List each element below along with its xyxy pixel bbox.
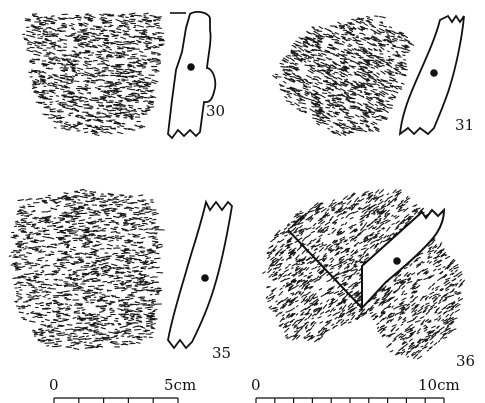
sherd-30-center-dot: [187, 63, 195, 71]
figure-label-35: 35: [212, 344, 231, 362]
figure-label-31: 31: [455, 116, 474, 134]
scale-5cm-ticks: [53, 398, 179, 403]
rubbing-marks: [22, 12, 165, 136]
sherd-35-profile: [167, 199, 233, 350]
sherd-35: 35: [8, 188, 233, 362]
sherd-36-section-left: [287, 229, 363, 309]
sherd-36-profile: [361, 207, 446, 311]
sherd-30-rubbing: [22, 12, 165, 136]
sherd-30-profile: [167, 11, 217, 140]
sherd-31: 31: [272, 14, 474, 136]
scale-5cm-zero: 0: [49, 376, 59, 394]
sherd-31-center-dot: [430, 69, 438, 77]
scale-5cm-end: 5cm: [164, 376, 196, 394]
sherd-30: 30: [22, 11, 225, 140]
scale-10cm-end: 10cm: [418, 376, 460, 394]
sherd-35-rubbing: [8, 188, 165, 351]
scale-10cm-zero: 0: [251, 376, 261, 394]
sherd-36-center-dot: [393, 257, 401, 265]
rubbing-marks: [8, 188, 165, 351]
sherd-35-center-dot: [201, 274, 209, 282]
rubbing-marks: [272, 15, 415, 136]
sherd-31-profile: [398, 14, 465, 136]
scale-bar-10cm: 0 10cm: [251, 376, 460, 403]
scale-10cm-ticks: [255, 398, 445, 403]
figure-label-30: 30: [206, 102, 225, 120]
scale-bar-5cm: 0 5cm: [49, 376, 196, 403]
sherd-31-rubbing: [272, 15, 415, 136]
sherd-36: 36: [262, 189, 475, 370]
figure-label-36: 36: [456, 352, 475, 370]
